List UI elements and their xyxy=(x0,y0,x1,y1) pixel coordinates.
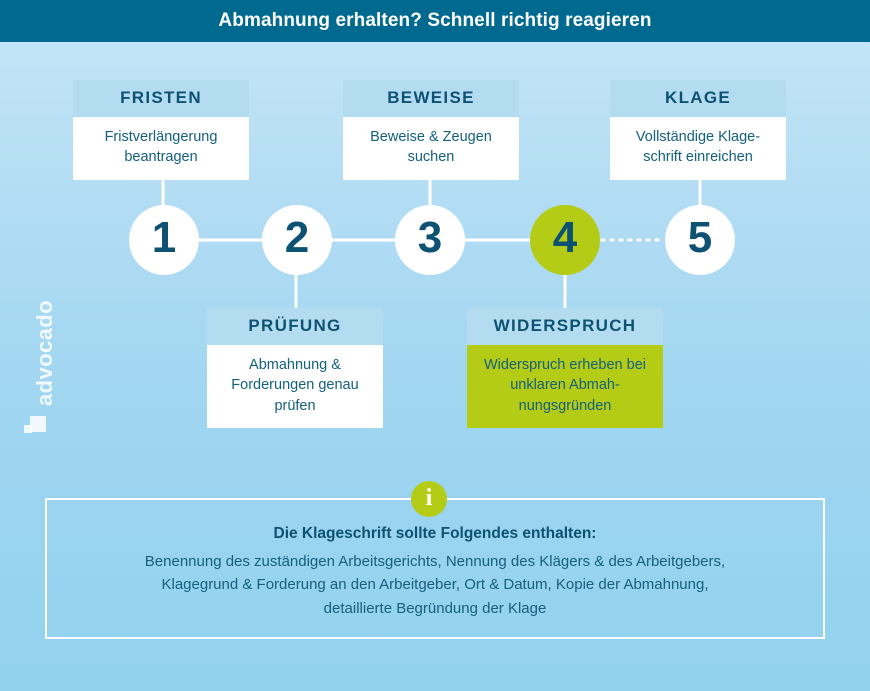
step-number-label: 5 xyxy=(687,213,713,262)
step-card-title: BEWEISE xyxy=(343,80,519,117)
step-number-label: 2 xyxy=(284,213,310,262)
step-card-body: Vollständige Klage-schrift einreichen xyxy=(635,128,761,166)
step-card-body: Abmahnung & Forderungen genau prüfen xyxy=(231,356,359,414)
info-panel-content: Die Klageschrift sollte Folgendes enthal… xyxy=(45,525,825,620)
logo-mark-icon xyxy=(24,416,46,438)
step-number-5[interactable]: 5 xyxy=(665,205,735,275)
info-panel-heading: Die Klageschrift sollte Folgendes enthal… xyxy=(273,525,597,542)
header-bar: Abmahnung erhalten? Schnell richtig reag… xyxy=(0,0,870,42)
info-panel-line: Klagegrund & Forderung an den Arbeitgebe… xyxy=(161,576,709,594)
advocado-logo: advocado xyxy=(22,278,57,438)
step-card-klage[interactable]: KLAGE Vollständige Klage-schrift einreic… xyxy=(610,80,786,180)
info-icon: i xyxy=(411,481,447,517)
step-number-3[interactable]: 3 xyxy=(395,205,465,275)
step-card-title: KLAGE xyxy=(610,80,786,117)
step-card-body: Fristverlängerung beantragen xyxy=(104,128,218,166)
step-number-2[interactable]: 2 xyxy=(262,205,332,275)
step-card-beweise[interactable]: BEWEISE Beweise & Zeugen suchen xyxy=(343,80,519,180)
step-number-4[interactable]: 4 xyxy=(530,205,600,275)
info-icon-glyph: i xyxy=(425,485,433,511)
step-card-body: Beweise & Zeugen suchen xyxy=(370,128,492,166)
logo-square-small xyxy=(24,425,32,433)
step-card-widerspruch[interactable]: WIDERSPRUCH Widerspruch erheben bei unkl… xyxy=(467,308,663,429)
step-card-title: WIDERSPRUCH xyxy=(467,308,663,345)
step-card-fristen[interactable]: FRISTEN Fristverlängerung beantragen xyxy=(73,80,249,180)
step-card-title: PRÜFUNG xyxy=(207,308,383,345)
info-panel-line: Benennung des zuständigen Arbeitsgericht… xyxy=(144,553,726,570)
step-number-label: 1 xyxy=(151,213,177,262)
logo-square-large xyxy=(30,416,46,432)
step-number-label: 4 xyxy=(552,213,578,262)
step-number-label: 3 xyxy=(417,213,443,262)
page-title: Abmahnung erhalten? Schnell richtig reag… xyxy=(218,10,652,31)
step-card-title: FRISTEN xyxy=(73,80,249,117)
step-card-pruefung[interactable]: PRÜFUNG Abmahnung & Forderungen genau pr… xyxy=(207,308,383,429)
step-card-body: Widerspruch erheben bei unklaren Abmah-n… xyxy=(467,344,663,429)
info-panel-line: detaillierte Begründung der Klage xyxy=(323,599,547,617)
logo-wordmark: advocado xyxy=(32,300,57,406)
step-number-1[interactable]: 1 xyxy=(129,205,199,275)
